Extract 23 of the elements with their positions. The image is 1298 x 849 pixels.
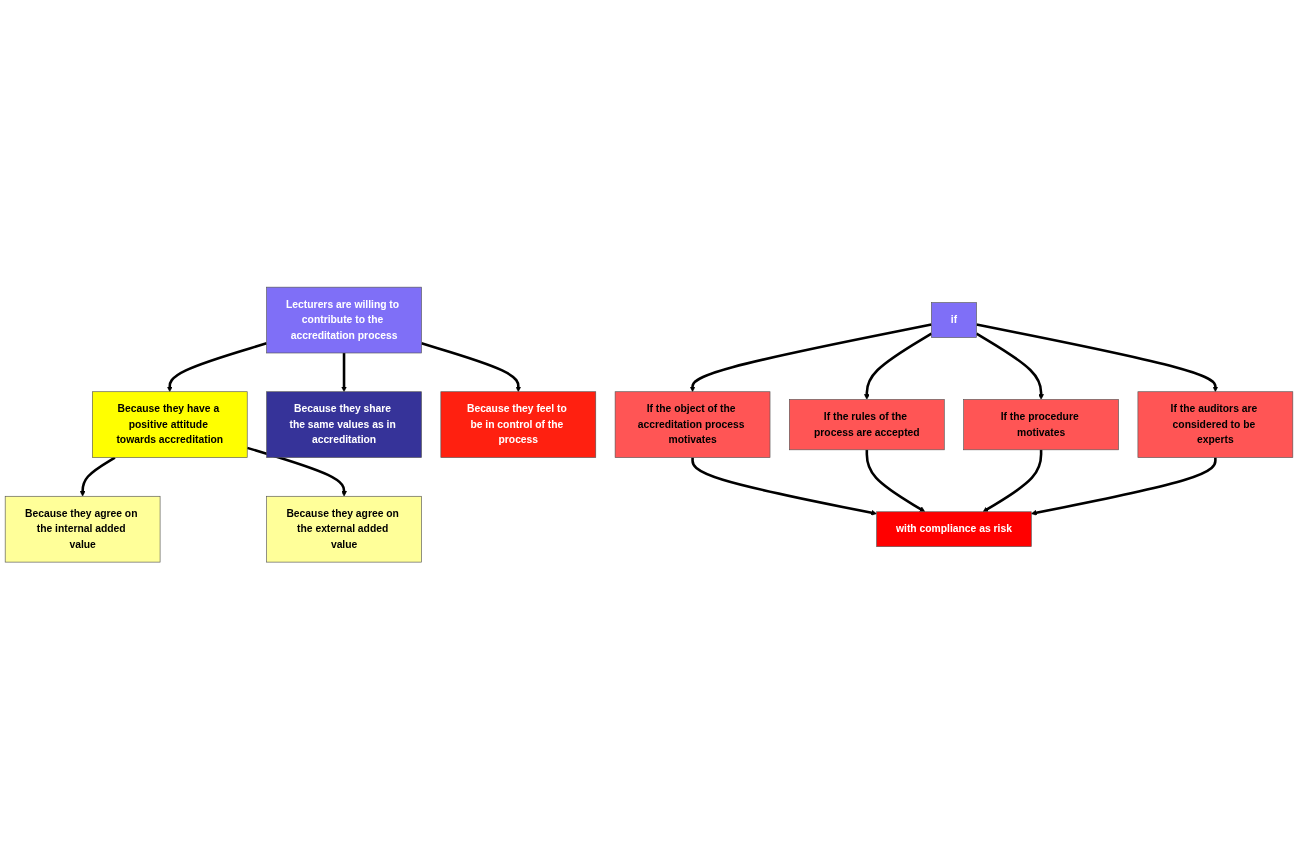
arrow: [79, 456, 116, 497]
node-box: If the object of the accreditation process motivates: [614, 391, 771, 458]
node-box: If the rules of the process are accepted: [789, 399, 945, 450]
arrow: [421, 341, 522, 392]
arrow: [865, 449, 926, 512]
node-box: If the auditors are considered to be experts: [1137, 391, 1294, 458]
node-box: Because they feel to be in control of the process: [440, 391, 597, 458]
node-box: Lecturers are willing to contribute to the accreditation process: [266, 286, 422, 354]
arrow: [341, 352, 347, 392]
arrow: [166, 341, 267, 392]
arrow: [976, 323, 1219, 392]
arrow: [689, 323, 932, 392]
arrow: [982, 449, 1043, 512]
node-box: with compliance as risk: [876, 511, 1032, 547]
node-box: if: [931, 302, 977, 338]
node-box: Because they have a positive attitude towards accreditation: [92, 391, 248, 458]
arrow: [246, 446, 347, 497]
node-box: Because they agree on the external added value: [266, 495, 422, 563]
arrow: [975, 332, 1044, 400]
node-box: Because they share the same values as in accreditation: [266, 391, 422, 458]
arrow: [864, 332, 933, 400]
node-box: Because they agree on the internal added value: [4, 495, 161, 563]
node-box: If the procedure motivates: [963, 399, 1119, 450]
